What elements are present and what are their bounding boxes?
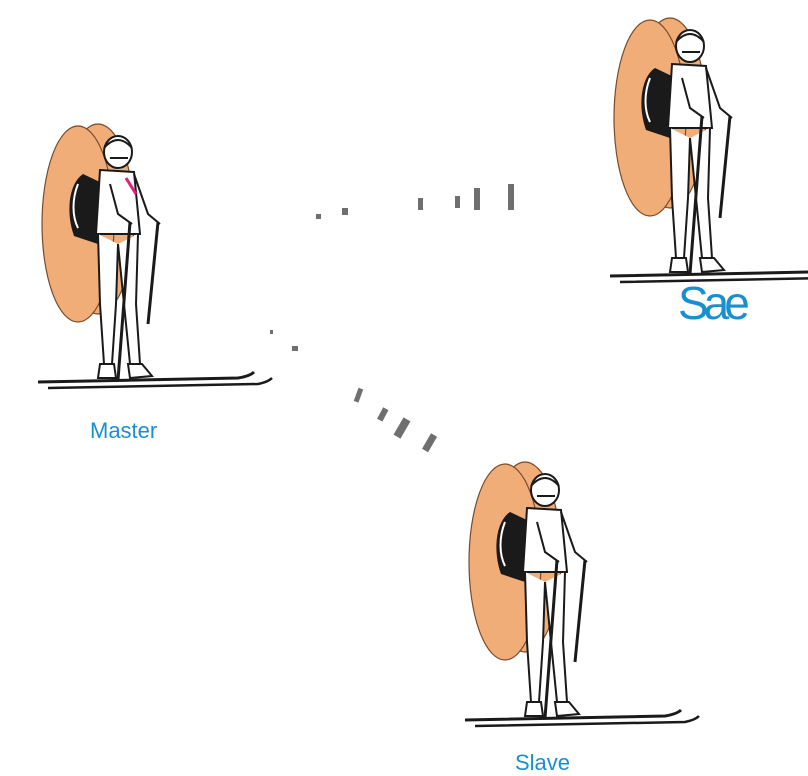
master-skier	[38, 124, 272, 388]
slave-skier-bottom	[465, 462, 699, 726]
slave-bottom-label: Slave	[515, 750, 570, 776]
signal-dashes-bottom	[270, 330, 437, 452]
slave-right-label: Sae	[678, 276, 745, 330]
signal-dashes-right	[316, 184, 514, 219]
slave-skier-right	[610, 18, 808, 282]
master-label: Master	[90, 418, 157, 444]
